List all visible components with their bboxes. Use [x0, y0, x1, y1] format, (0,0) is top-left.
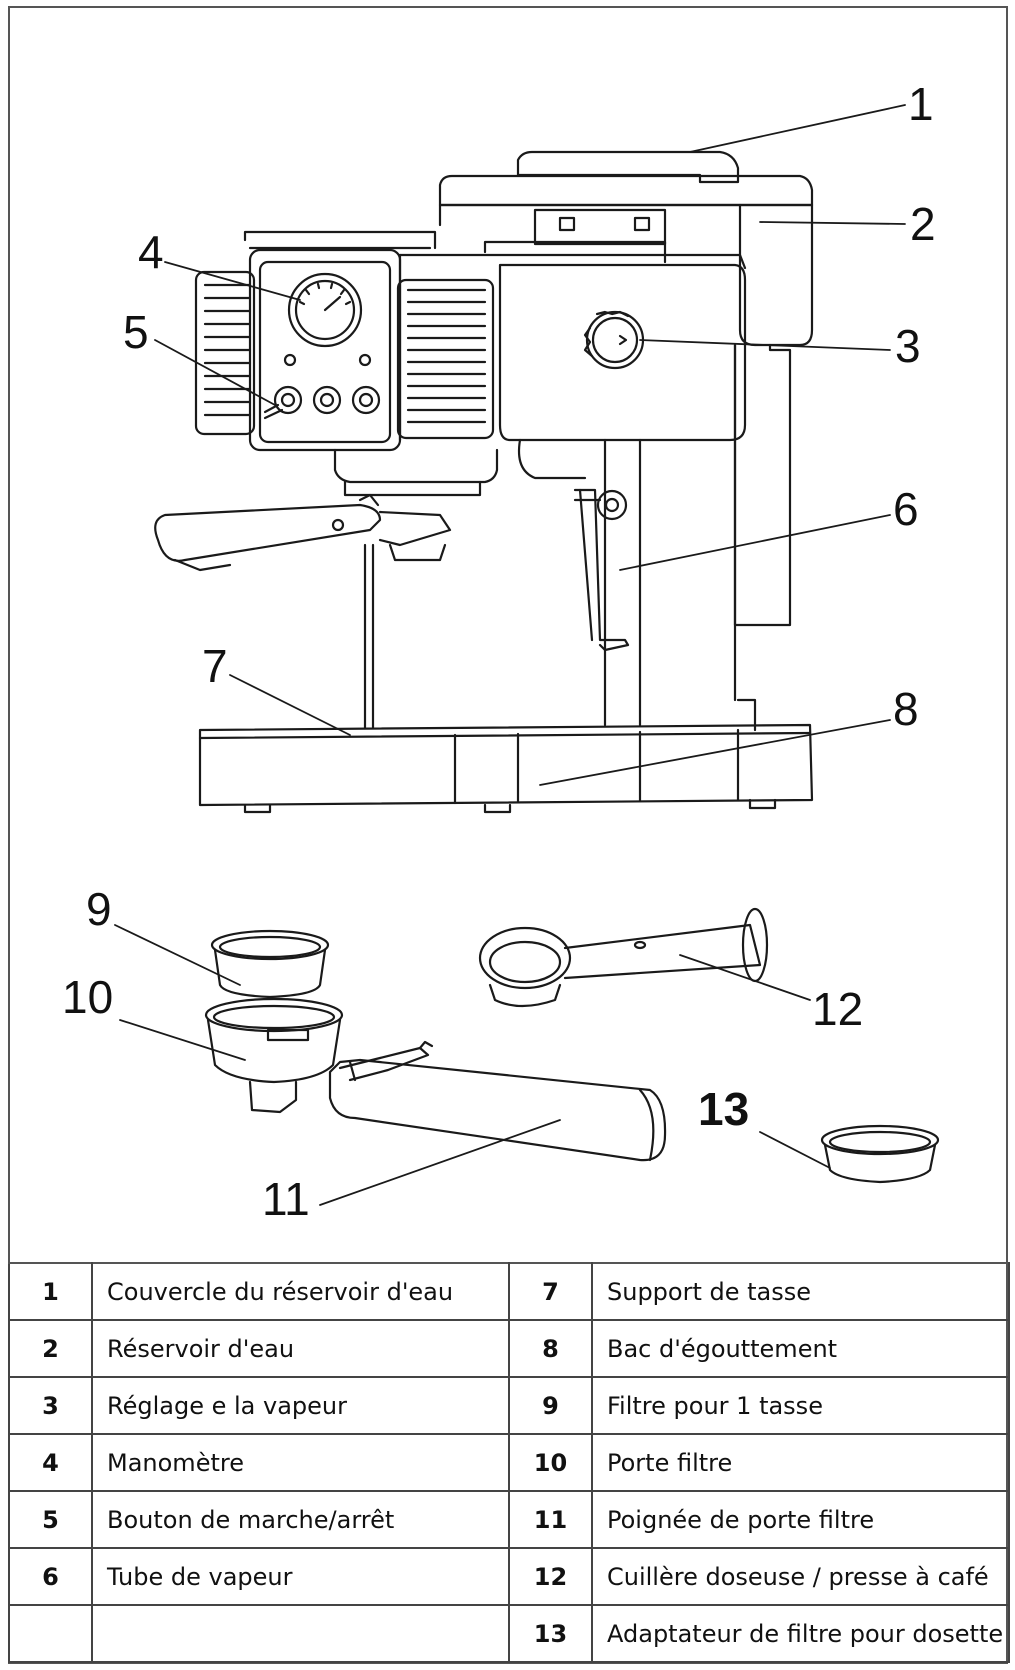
- parts-table: 1 Couvercle du réservoir d'eau 7 Support…: [8, 1262, 1010, 1663]
- water-tank: [738, 203, 814, 347]
- power-switch-icon: [263, 385, 381, 420]
- part-label: Filtre pour 1 tasse: [591, 1376, 1010, 1435]
- table-row: 6 Tube de vapeur 12 Cuillère doseuse / p…: [8, 1547, 1010, 1606]
- callout-7: 7: [202, 640, 228, 692]
- callout-numbers: 1 2 3 4 5 6 7 8 9 10 11 12 13: [62, 78, 936, 1225]
- part-label: Poignée de porte filtre: [591, 1490, 1010, 1549]
- part-number: 6: [8, 1547, 93, 1606]
- part-number: 5: [8, 1490, 93, 1549]
- water-tank-lid: [516, 150, 740, 184]
- water-tank-top: [438, 174, 814, 227]
- table-row: 1 Couvercle du réservoir d'eau 7 Support…: [8, 1262, 1010, 1321]
- pressure-gauge-icon: [287, 272, 363, 348]
- drip-tray: [198, 698, 814, 814]
- part-number: 7: [508, 1262, 593, 1321]
- measuring-spoon-tamper: [478, 907, 769, 1008]
- callout-1: 1: [908, 78, 934, 130]
- part-label: Manomètre: [91, 1433, 510, 1492]
- steam-knob: [583, 310, 645, 370]
- part-number: 10: [508, 1433, 593, 1492]
- callout-11: 11: [262, 1173, 310, 1225]
- part-label: Porte filtre: [591, 1433, 1010, 1492]
- part-number: 13: [508, 1604, 593, 1663]
- control-panel: [248, 248, 402, 452]
- right-vent-grille: [396, 278, 495, 440]
- callout-6: 6: [893, 483, 919, 535]
- part-label: [91, 1604, 510, 1663]
- portafilter-handle: [328, 1040, 667, 1162]
- table-row: 4 Manomètre 10 Porte filtre: [8, 1433, 1010, 1492]
- part-label: Réservoir d'eau: [91, 1319, 510, 1378]
- part-number: 12: [508, 1547, 593, 1606]
- table-row: 2 Réservoir d'eau 8 Bac d'égouttement: [8, 1319, 1010, 1378]
- part-number: 2: [8, 1319, 93, 1378]
- diagram-frame: [8, 6, 1008, 1664]
- part-label: Bac d'égouttement: [591, 1319, 1010, 1378]
- part-label: Support de tasse: [591, 1262, 1010, 1321]
- part-number: 1: [8, 1262, 93, 1321]
- callout-5: 5: [123, 306, 149, 358]
- table-row: 5 Bouton de marche/arrêt 11 Poignée de p…: [8, 1490, 1010, 1549]
- part-number: 8: [508, 1319, 593, 1378]
- table-row: 13 Adaptateur de filtre pour dosette: [8, 1604, 1010, 1663]
- espresso-machine-diagram: 1 2 3 4 5 6 7 8 9 10 11 12 13: [62, 78, 940, 1225]
- steam-wand: [517, 438, 630, 652]
- callout-2: 2: [910, 198, 936, 250]
- part-label: Couvercle du réservoir d'eau: [91, 1262, 510, 1321]
- part-number: 3: [8, 1376, 93, 1435]
- callout-10: 10: [62, 971, 113, 1023]
- espresso-machine: [154, 150, 814, 814]
- callout-8: 8: [893, 683, 919, 735]
- part-number: 11: [508, 1490, 593, 1549]
- portafilter-attached: [154, 493, 452, 572]
- pod-filter-adapter: [820, 1124, 940, 1184]
- part-label: Tube de vapeur: [91, 1547, 510, 1606]
- left-vent-grille: [194, 270, 256, 436]
- part-number: 4: [8, 1433, 93, 1492]
- callout-3: 3: [895, 320, 921, 372]
- leader-lines: [114, 104, 906, 1206]
- part-number: 9: [508, 1376, 593, 1435]
- part-label: Réglage e la vapeur: [91, 1376, 510, 1435]
- part-number: [8, 1604, 93, 1663]
- part-label: Bouton de marche/arrêt: [91, 1490, 510, 1549]
- machine-housing: [498, 263, 747, 442]
- part-label: Cuillère doseuse / presse à café: [591, 1547, 1010, 1606]
- brew-group: [333, 448, 499, 484]
- portafilter-basket: [204, 997, 344, 1114]
- one-cup-filter: [210, 929, 330, 999]
- part-label: Adaptateur de filtre pour dosette: [591, 1604, 1010, 1663]
- table-row: 3 Réglage e la vapeur 9 Filtre pour 1 ta…: [8, 1376, 1010, 1435]
- callout-12: 12: [812, 983, 863, 1035]
- callout-13: 13: [698, 1083, 749, 1135]
- callout-4: 4: [138, 226, 164, 278]
- callout-9: 9: [86, 883, 112, 935]
